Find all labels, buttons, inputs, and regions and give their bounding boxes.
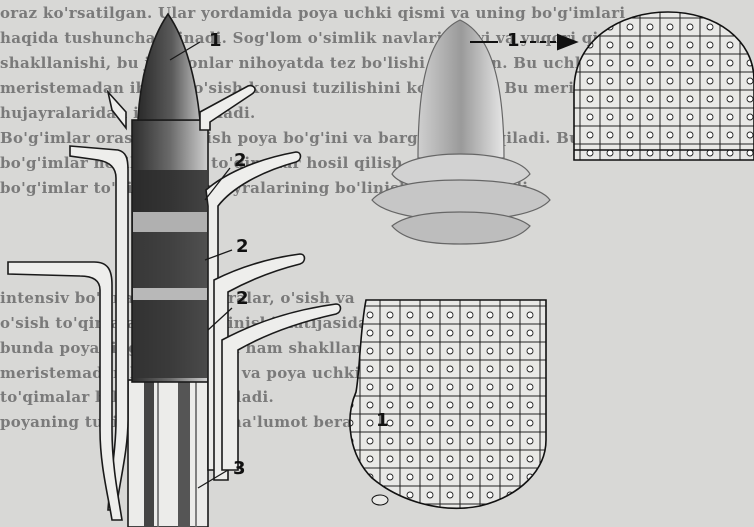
apical-cone-illustration — [372, 20, 550, 244]
shoot-illustration — [8, 14, 341, 527]
label-vascular: 3 — [233, 458, 246, 479]
label-node-middle: 2 — [236, 236, 249, 257]
label-cell-detail: 1 — [376, 410, 389, 431]
label-node-lower: 2 — [236, 288, 249, 309]
tissue-cells — [350, 300, 546, 508]
apical-meristem-cells — [574, 12, 754, 160]
label-arrow: 1 — [507, 30, 520, 51]
label-node-upper: 2 — [234, 150, 247, 171]
label-shoot-apex: 1 — [209, 30, 222, 51]
